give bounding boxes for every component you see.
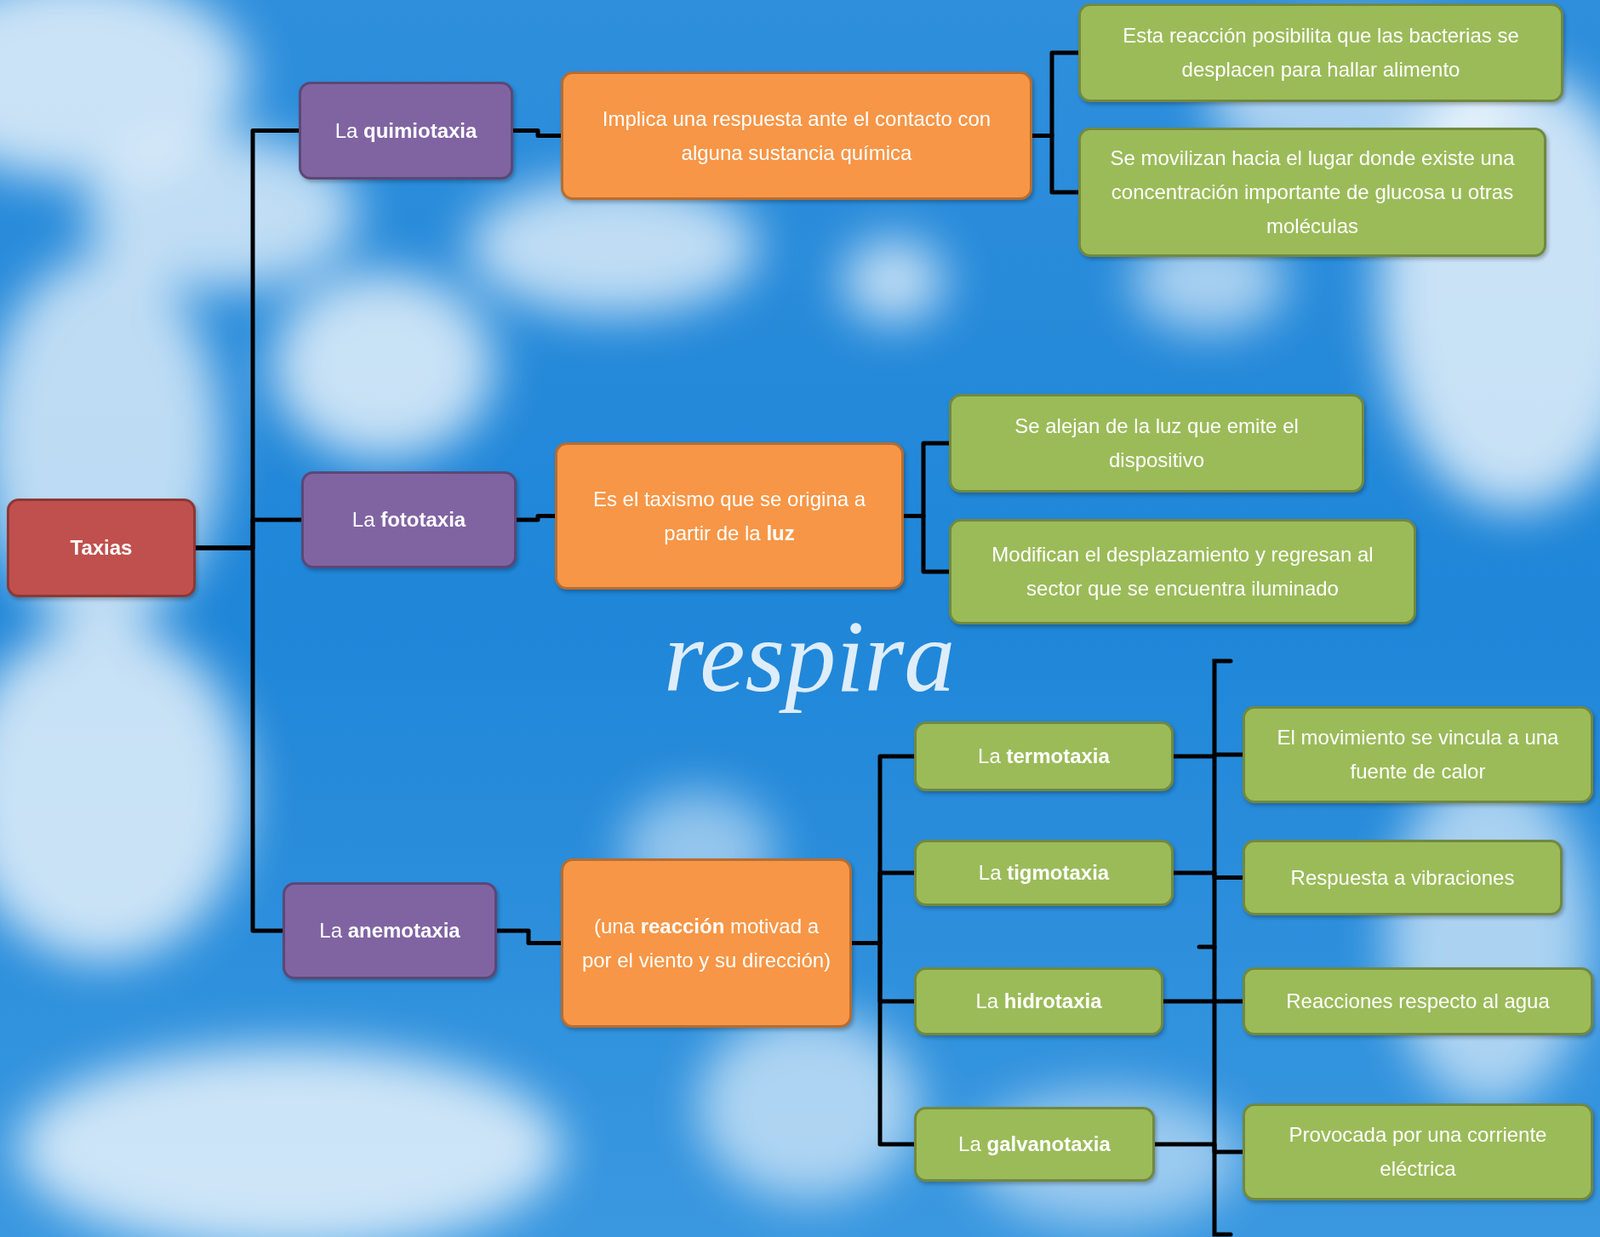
node-text: La galvanotaxia	[958, 1127, 1111, 1162]
node-text: El movimiento se vincula a una fuente de…	[1262, 720, 1574, 789]
node-text: La quimiotaxia	[335, 114, 478, 149]
bracket-connector	[851, 943, 915, 1146]
bracket-connector	[1154, 1144, 1243, 1153]
node-text: La fototaxia	[352, 502, 466, 538]
category-box: La fototaxia	[301, 471, 517, 569]
bracket-connector	[903, 443, 949, 517]
bracket-connector	[195, 131, 299, 549]
definition-box: Es el taxismo que se origina a partir de…	[554, 442, 904, 590]
watermark: respira	[663, 605, 955, 709]
bracket-connector	[1173, 754, 1243, 757]
node-text: Se alejan de la luz que emite el disposi…	[968, 409, 1345, 478]
bracket-connector	[195, 548, 283, 932]
detail-box: Respuesta a vibraciones	[1242, 840, 1563, 916]
definition-box: (una reacción motivad a por el viento y …	[560, 858, 852, 1029]
bracket-connector	[851, 756, 915, 944]
subtype-box: La tigmotaxia	[914, 840, 1174, 907]
node-text: La tigmotaxia	[978, 856, 1109, 891]
cloud	[0, 255, 222, 630]
cloud	[17, 1046, 562, 1237]
node-text: Esta reacción posibilita que las bacteri…	[1097, 18, 1544, 87]
node-text: Implica una respuesta ante el contacto c…	[580, 102, 1013, 171]
bracket-connector	[1163, 1000, 1243, 1005]
node-text: Provocada por una corriente eléctrica	[1262, 1118, 1574, 1187]
bracket-connector	[1032, 52, 1079, 137]
detail-box: Reacciones respecto al agua	[1242, 967, 1594, 1036]
bracket-connector	[516, 516, 555, 521]
node-text: La anemotaxia	[319, 914, 460, 949]
node-text: La hidrotaxia	[975, 984, 1102, 1019]
node-text: Taxias	[70, 531, 133, 566]
node-text: Reacciones respecto al agua	[1285, 984, 1550, 1019]
detail-box: Provocada por una corriente eléctrica	[1242, 1103, 1594, 1201]
bracket-spine	[1214, 661, 1231, 1235]
bracket-connector	[903, 516, 949, 573]
subtype-box: La termotaxia	[914, 721, 1174, 792]
category-box: La anemotaxia	[282, 882, 498, 980]
detail-box: Se alejan de la luz que emite el disposi…	[948, 394, 1365, 493]
bracket-connector	[513, 131, 561, 137]
node-text: La termotaxia	[977, 739, 1110, 774]
bracket-connector	[1173, 873, 1243, 879]
cloud	[0, 621, 247, 962]
node-text: Es el taxismo que se origina a partir de…	[574, 482, 885, 551]
cloud	[1387, 765, 1592, 1107]
subtype-box: La hidrotaxia	[914, 967, 1164, 1036]
root-box: Taxias	[6, 498, 196, 598]
detail-box: Se movilizan hacia el lugar donde existe…	[1078, 127, 1547, 258]
cloud	[842, 238, 945, 324]
node-text: Respuesta a vibraciones	[1291, 861, 1515, 896]
bracket-tip	[1199, 945, 1215, 950]
category-box: La quimiotaxia	[298, 81, 514, 180]
cloud	[697, 1012, 920, 1200]
bracket-connector	[851, 943, 915, 1003]
bracket-connector	[497, 931, 561, 944]
node-text: Modifican el desplazamiento y regresan a…	[968, 537, 1397, 606]
node-text: (una reacción motivad a por el viento y …	[580, 909, 833, 978]
cloud	[272, 272, 494, 460]
detail-box: Modifican el desplazamiento y regresan a…	[948, 519, 1417, 625]
detail-box: Esta reacción posibilita que las bacteri…	[1078, 3, 1564, 103]
bracket-connector	[851, 873, 915, 944]
definition-box: Implica una respuesta ante el contacto c…	[560, 71, 1033, 200]
bracket-connector	[195, 520, 302, 549]
subtype-box: La galvanotaxia	[914, 1107, 1155, 1183]
bracket-connector	[1032, 136, 1079, 194]
detail-box: El movimiento se vincula a una fuente de…	[1242, 706, 1594, 804]
node-text: Se movilizan hacia el lugar donde existe…	[1097, 141, 1527, 244]
